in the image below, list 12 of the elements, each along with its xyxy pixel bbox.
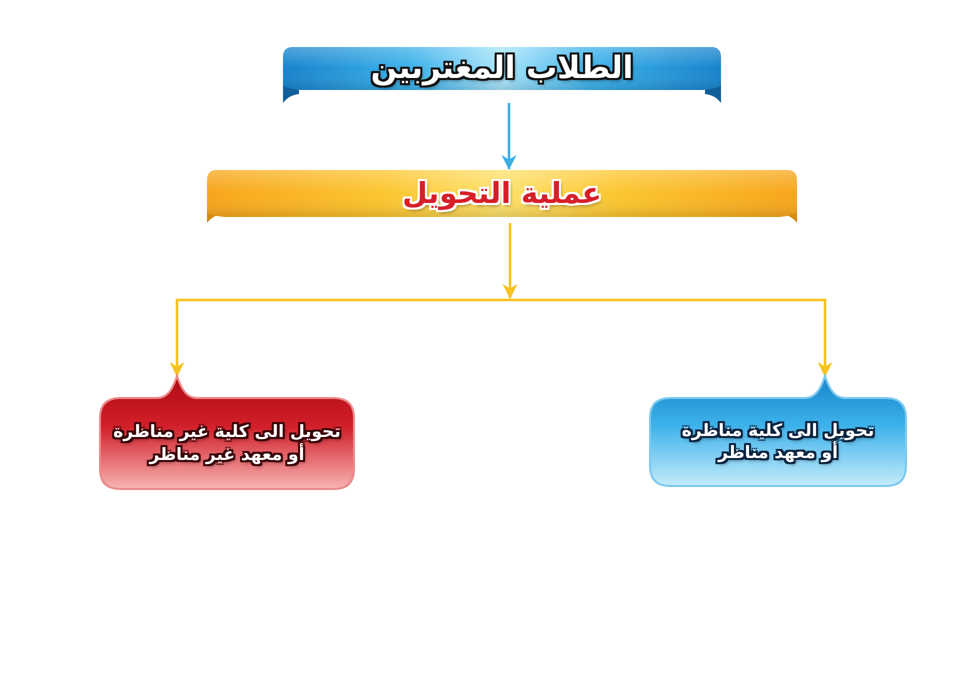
- ribbon-banner: [283, 47, 721, 103]
- banner-title: الطلاب المغتربين: [370, 49, 634, 88]
- arrow: [502, 223, 518, 299]
- speech-bubble: [650, 376, 906, 486]
- speech-bubble: [100, 376, 354, 489]
- ribbon-banner: [207, 170, 797, 223]
- arrow: [170, 298, 510, 377]
- banner-title: عملية التحويل: [402, 174, 602, 212]
- arrow: [510, 298, 832, 377]
- arrow: [502, 103, 516, 170]
- bubble-text: تحويل الى كلية غير مناظرة أو معهد غير مناظر: [112, 421, 342, 466]
- bubble-text: تحويل الى كلية مناظرة أو معهد مناظر: [680, 420, 876, 464]
